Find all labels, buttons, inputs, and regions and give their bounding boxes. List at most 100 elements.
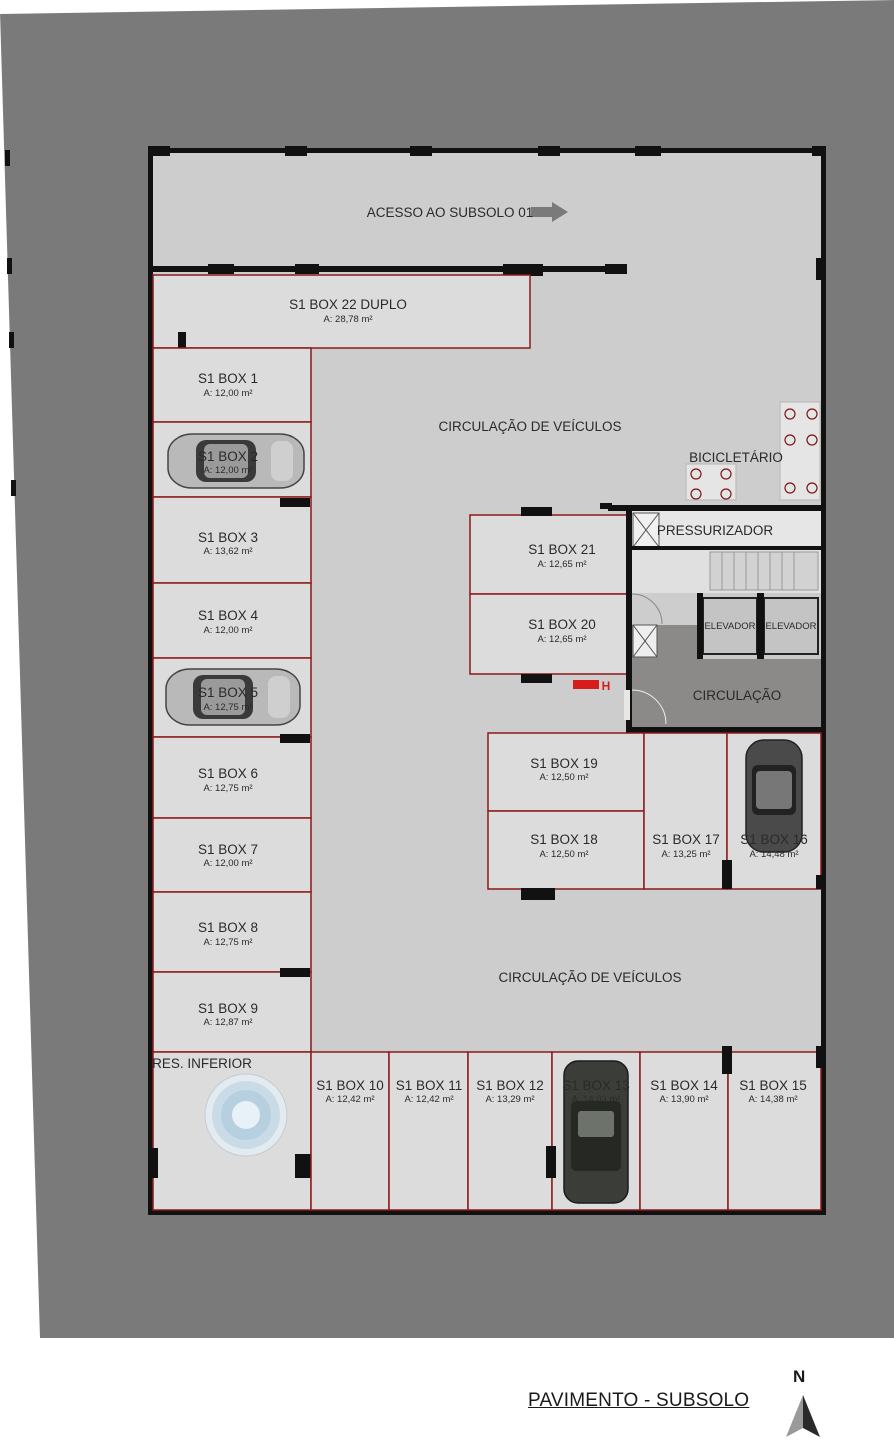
door-swing-icon [631,593,663,625]
box-area: A: 12,87 m² [203,1017,252,1028]
elevator-1-label: ELEVADOR [704,621,755,632]
circulation-vehicles-top-label: CIRCULAÇÃO DE VEÍCULOS [438,419,621,434]
box-area: A: 12,00 m² [203,388,252,399]
door-cross [632,624,658,658]
box-area: A: 13,25 m² [661,849,710,860]
hydrant-icon [573,680,599,689]
reservoir-highlight [232,1101,260,1129]
north-label: N [793,1367,806,1386]
pillar [722,860,732,889]
box-name: S1 BOX 14 [650,1078,718,1093]
box-10 [310,1051,390,1211]
circulation-label: CIRCULAÇÃO [693,688,782,703]
drawing-title: PAVIMENTO - SUBSOLO [528,1390,750,1411]
pillar [295,1154,311,1178]
bicycle-label: BICICLETÁRIO [689,450,783,465]
box-area: A: 14,38 m² [748,1094,797,1105]
pillar [546,1146,556,1178]
box-area: A: 12,00 m² [203,625,252,636]
car-icon [167,433,305,489]
pillar [178,332,186,350]
box-name: S1 BOX 16 [740,832,808,847]
box-name: S1 BOX 17 [652,832,720,847]
car-icon [165,668,301,726]
stair-wall [632,546,821,550]
wall-north [148,148,826,153]
box-area: A: 28,78 m² [323,314,372,325]
box-18 [487,810,645,890]
box-name: S1 BOX 15 [739,1078,807,1093]
central-boxes [469,514,628,675]
circulation-vehicles-bottom-label: CIRCULAÇÃO DE VEÍCULOS [498,970,681,985]
car-icon [563,1060,629,1204]
box-1 [152,347,312,423]
pillar [816,258,826,280]
box-area: A: 12,75 m² [203,702,252,713]
site-mark [5,150,10,166]
box-area: A: 12,00 m² [203,465,252,476]
box-20 [469,593,628,675]
elevator-2-label: ELEVADOR [765,621,816,632]
pillar [521,888,555,900]
core-bottom-wall [626,727,826,733]
box-area: A: 13,29 m² [485,1094,534,1105]
box-22 [152,274,531,349]
access-label: ACESSO AO SUBSOLO 01 [367,205,534,220]
box-name: S1 BOX 11 [396,1078,463,1093]
ramp-wall [150,266,626,272]
box-name: S1 BOX 9 [198,1001,258,1016]
site-top-edge [0,0,894,14]
box-name: S1 BOX 6 [198,766,258,781]
reservoir-label: RES. INFERIOR [152,1056,252,1071]
box-area: A: 13,90 m² [659,1094,708,1105]
box-name: S1 BOX 3 [198,530,258,545]
box-name: S1 BOX 1 [198,371,258,386]
box-name: S1 BOX 8 [198,920,258,935]
pressurizer-room [632,511,821,549]
pillar [521,674,552,683]
box-8 [152,891,312,973]
box-21 [469,514,628,595]
box-17 [643,732,728,890]
box-name: S1 BOX 10 [316,1078,384,1093]
box-name: S1 BOX 12 [476,1078,544,1093]
pillar [816,1046,826,1068]
box-7 [152,817,312,893]
hydrant-label: H [602,679,611,693]
site-mark [7,258,12,274]
pillar [285,146,307,156]
box-11 [388,1051,469,1211]
core-left-door [624,690,630,720]
box-area: A: 12,65 m² [537,559,586,570]
pillar [295,264,319,274]
box-name: S1 BOX 2 [198,449,258,464]
elevator-1 [702,597,758,655]
box-area: A: 14,03 m² [571,1094,620,1105]
pillar [280,498,310,507]
box-area: A: 12,00 m² [203,858,252,869]
box-6 [152,736,312,819]
door-swing-icon [631,689,667,725]
core-wall [626,505,632,733]
left-boxes [152,347,312,1211]
box-name: S1 BOX 5 [198,685,258,700]
box-name: S1 BOX 7 [198,842,258,857]
box-12 [467,1051,553,1211]
box-area: A: 12,65 m² [537,634,586,645]
pillar [521,507,552,516]
pillar [722,1046,732,1074]
core-pillar [697,593,703,659]
pressurizer-cross [632,512,660,548]
pillar [280,968,310,977]
north-arrow-icon [786,1395,820,1437]
pillar [280,734,310,743]
pillar [600,503,612,509]
box-area: A: 12,42 m² [404,1094,453,1105]
box-name: S1 BOX 18 [530,832,598,847]
box-4 [152,582,312,659]
pressurizer-label: PRESSURIZADOR [657,523,774,538]
box-area: A: 12,42 m² [325,1094,374,1105]
core-pillar [757,593,764,659]
box-name: S1 BOX 22 DUPLO [289,297,407,312]
